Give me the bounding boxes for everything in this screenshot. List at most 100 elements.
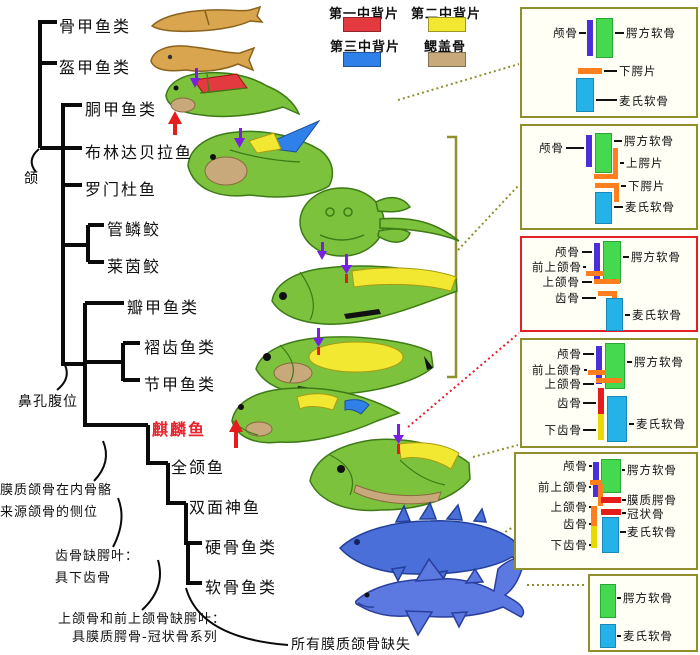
taxon-label-guanlinjiao: 管鳞鲛 (107, 220, 162, 239)
label-tick (621, 185, 626, 187)
fish-antiarch (165, 71, 301, 118)
coronoid-bar (601, 509, 621, 515)
dentary-bar (591, 506, 597, 526)
label-palatoquadrate: 腭方软骨 (623, 591, 673, 605)
label-tick (617, 597, 621, 599)
label-coronoid: 冠状骨 (627, 507, 665, 521)
palatoquadrate-bar (600, 584, 616, 618)
annotation-curves (30, 148, 289, 646)
label-maxilla: 上颌骨 (544, 377, 582, 391)
taxon-label-brindabellaspis: 布林达贝拉鱼 (85, 143, 194, 162)
label-tick (622, 469, 625, 471)
panel-osteichthyan-jaw: 颅骨 前上颌骨 上颌骨 齿骨 下齿骨 腭方软骨 膜质腭骨 冠状骨 麦氏软骨 (514, 452, 698, 570)
upper-gnathal-bar (594, 174, 618, 179)
cranium-bar (596, 346, 602, 384)
cranium-bar (594, 243, 600, 279)
label-lower-gnathal: 下腭片 (619, 64, 657, 78)
taxon-label-osteichthyes: 硬骨鱼类 (205, 538, 278, 557)
infradentary-bar (591, 526, 597, 548)
label-tick (615, 32, 624, 34)
label-tick (589, 523, 591, 525)
label-cranium: 颅骨 (555, 245, 580, 259)
label-tick (589, 544, 592, 546)
label-cranium: 颅骨 (539, 141, 564, 155)
lower-gnathal-bar (578, 68, 602, 74)
lower-gnathal-bar (595, 183, 619, 188)
taxon-label-galeaspida: 盔甲鱼类 (59, 58, 132, 77)
cranium-bar (586, 135, 592, 167)
fish-petalichthyid (271, 265, 458, 325)
maxilla-bar (598, 484, 603, 506)
panel-qilinyu-jaw: 颅骨 前上颌骨 上颌骨 齿骨 腭方软骨 麦氏软骨 (520, 236, 698, 332)
meckel-bar (606, 298, 623, 331)
panel-chondrichthyan-jaw: 腭方软骨 麦氏软骨 (588, 574, 698, 652)
label-tick (629, 423, 634, 425)
label-tick (583, 402, 596, 404)
label-palatoquadrate: 腭方软骨 (631, 250, 681, 264)
panel-connectors (397, 63, 587, 586)
fish-brindabellaspis (187, 119, 334, 198)
panel-entelognathus-jaw: 颅骨 前上颌骨 上颌骨 齿骨 下齿骨 腭方软骨 麦氏软骨 (520, 338, 698, 448)
dentary-bar (598, 388, 604, 414)
red-marker-stems (317, 274, 400, 454)
fish-entelognathus (309, 438, 471, 512)
label-cranium: 颅骨 (557, 347, 582, 361)
label-tick (579, 32, 586, 34)
label-dentary: 齿骨 (557, 396, 582, 410)
label-dentary: 齿骨 (563, 517, 588, 531)
palatoquadrate-bar (595, 133, 612, 173)
label-tick (627, 361, 632, 363)
taxon-label-antiarcha: 胴甲鱼类 (85, 100, 158, 119)
legend-swatch-third-median-dorsal (343, 52, 381, 67)
taxon-label-arthrodira: 节甲鱼类 (144, 375, 217, 394)
label-maxilla: 上颌骨 (550, 500, 588, 514)
label-meckel: 麦氏软骨 (632, 308, 682, 322)
annotation-all-dermal-lost: 所有膜质颌骨缺失 (291, 637, 411, 653)
connector-bracket-panel (457, 185, 519, 251)
annotation-ventral-nostril: 鼻孔腹位 (18, 394, 78, 410)
label-meckel: 麦氏软骨 (623, 629, 673, 643)
label-tick (620, 162, 624, 164)
red-up-arrows (168, 111, 243, 448)
annotation-dermal-jaw-line1: 膜质颌骨在内骨骼 (0, 483, 113, 498)
label-premaxilla: 前上颌骨 (532, 260, 582, 274)
meckel-bar (576, 78, 594, 112)
label-cranium: 颅骨 (563, 459, 588, 473)
connector-antiarch-panel (397, 63, 520, 101)
annotation-dentary-line2: 具下齿骨 (55, 571, 112, 586)
legend-swatch-opercular (428, 52, 466, 67)
label-palatoquadrate: 腭方软骨 (624, 134, 674, 148)
label-premaxilla: 前上颌骨 (532, 363, 582, 377)
meckel-bar (600, 624, 616, 648)
fish-osteostraci (150, 5, 264, 33)
label-tick (614, 140, 622, 142)
legend-label-third-median-dorsal: 第三中背片 (330, 40, 401, 55)
taxon-label-qilinyu: 麒麟鱼 (152, 420, 207, 439)
legend-swatch-first-median-dorsal (343, 17, 381, 32)
annotation-dentary-line1: 齿骨缺腭叶： (55, 549, 140, 564)
dentary-bar (598, 291, 617, 296)
label-tick (583, 383, 594, 385)
label-tick (622, 499, 626, 501)
fish-arthrodire (255, 336, 434, 396)
label-tick (583, 429, 596, 431)
meckel-bar (602, 517, 619, 553)
label-premaxilla: 前上颌骨 (538, 480, 588, 494)
label-tick (589, 465, 592, 467)
legend-swatch-second-median-dorsal (428, 17, 466, 32)
taxon-label-osteostraci: 骨甲鱼类 (59, 17, 132, 36)
fish-chondrichthyan (354, 555, 526, 637)
palatoquadrate-bar (603, 241, 621, 283)
cladogram-lines (38, 20, 202, 585)
dermal-palate-bar (601, 497, 621, 503)
annotation-jaw: 颌 (24, 171, 39, 187)
annotation-maxilla-line1: 上颌骨和前上颌骨缺腭叶： (58, 612, 227, 627)
infradentary-bar (598, 414, 604, 440)
label-palatoquadrate: 腭方软骨 (626, 26, 676, 40)
taxon-label-entelognathus: 全颌鱼 (171, 458, 226, 477)
label-infradentary: 下齿骨 (550, 538, 588, 552)
fish-galeaspida (150, 45, 256, 72)
label-meckel: 麦氏软骨 (636, 417, 686, 431)
label-tick (582, 297, 596, 299)
